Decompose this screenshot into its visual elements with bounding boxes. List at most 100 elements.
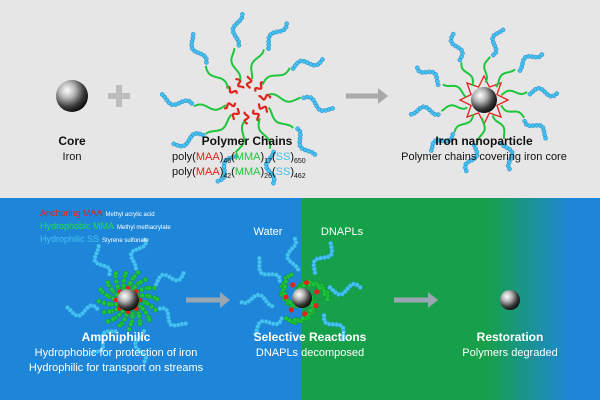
core-subtitle: Iron <box>62 151 82 163</box>
plus-sign-v <box>116 85 122 107</box>
mma-segment <box>250 49 265 80</box>
ss-bead <box>357 284 363 290</box>
mma-bead <box>121 283 127 289</box>
mma-bead <box>106 301 112 307</box>
ss-bead <box>142 358 148 364</box>
mma-segment <box>261 67 291 86</box>
mma-segment <box>495 68 516 88</box>
amphiphilic-title: Amphiphilic <box>81 330 151 344</box>
mma-segment <box>257 118 272 149</box>
ss-bead <box>408 112 414 117</box>
mma-segment <box>500 104 525 119</box>
amphiphilic-line-1: Hydrophobic for protection of iron <box>34 347 198 359</box>
maa-segment <box>257 103 269 114</box>
mma-bead <box>110 316 116 322</box>
mma-bead <box>282 284 288 290</box>
mma-bead <box>143 310 149 316</box>
mma-bead <box>123 270 129 276</box>
iron-cores <box>56 80 520 311</box>
mma-bead <box>287 299 293 305</box>
mma-bead <box>129 314 135 320</box>
ss-bead <box>215 178 221 184</box>
formula1-mma: MMA <box>234 151 261 163</box>
mma-bead <box>292 317 298 323</box>
maa-bead <box>314 289 320 295</box>
mma-bead <box>105 280 111 286</box>
formula2-sub-ss: 462 <box>294 173 306 180</box>
ss-bead <box>312 152 318 157</box>
maa-segment <box>231 107 240 121</box>
mma-bead <box>136 313 142 319</box>
mma-bead <box>137 321 143 327</box>
mma-bead <box>101 300 107 306</box>
mma-segment <box>193 103 227 111</box>
mma-segment <box>234 120 246 153</box>
mma-bead <box>126 326 132 332</box>
mma-bead <box>139 287 145 293</box>
mma-bead <box>300 315 306 321</box>
amphiphilic-arrow-head <box>220 292 230 308</box>
ss-bead <box>183 321 189 326</box>
ss-bead <box>330 106 335 111</box>
ss-bead <box>292 236 298 242</box>
legend-anchoring-label: Anchoring MAA <box>40 208 103 218</box>
ss-bead <box>328 240 334 246</box>
ss-bead <box>450 31 456 37</box>
formula1-sub-maa: 46 <box>223 158 232 165</box>
ss-bead <box>500 27 506 33</box>
mma-bead <box>148 303 154 309</box>
formula1-sub-mma: 17 <box>264 158 272 165</box>
formula2-sub-mma: 26 <box>264 173 272 180</box>
ss-bead <box>429 148 434 153</box>
ss-bead <box>239 299 245 305</box>
maa-segment <box>251 109 260 122</box>
maa-segment <box>235 77 245 89</box>
restoration-core-sphere <box>500 290 520 310</box>
restoration-line-1: Polymers degraded <box>462 347 558 359</box>
mma-bead <box>317 285 323 291</box>
amphiphilic-core-sphere <box>117 289 139 311</box>
mma-bead <box>121 278 127 284</box>
polymer-chains <box>65 12 560 364</box>
formula1-poly: poly( <box>172 151 196 163</box>
nanoparticle-subtitle: Polymer chains covering iron core <box>401 151 567 163</box>
top-arrow-head <box>378 88 388 104</box>
iron-core-sphere <box>56 80 88 112</box>
mma-bead <box>146 317 152 323</box>
formula1-sub-ss: 650 <box>294 158 306 165</box>
mma-bead <box>283 279 289 285</box>
ss-bead <box>65 305 70 310</box>
mma-bead <box>132 274 138 280</box>
ss-bead <box>539 52 545 57</box>
legend-hydrophilic-note: Styrene sulfonate <box>102 238 149 244</box>
ss-bead <box>142 237 148 243</box>
legend-hydrophilic-label: Hydrophilic SS <box>40 234 100 244</box>
mma-bead <box>127 280 133 286</box>
mma-segment <box>491 115 506 139</box>
ss-bead <box>252 331 258 337</box>
mma-bead <box>322 291 328 297</box>
mma-bead <box>106 309 112 315</box>
nanoparticle-title: Iron nanoparticle <box>435 134 533 148</box>
nanoparticle-core-sphere <box>471 87 497 113</box>
chain-formula-2: poly(MAA)42(MMA)26(SS)462 <box>172 166 306 180</box>
ss-bead <box>271 180 276 186</box>
maa-segment <box>245 75 253 90</box>
formula2-ss: SS <box>275 166 291 178</box>
ss-bead <box>507 166 512 172</box>
mma-bead <box>98 287 104 293</box>
legend-hydrophobic-label: Hydrophobic MMA <box>40 221 115 231</box>
mma-bead <box>96 298 102 304</box>
selective-line-1: DNAPLs decomposed <box>255 347 365 359</box>
mma-segment <box>453 114 475 133</box>
maa-bead <box>290 282 296 288</box>
mma-segment <box>268 93 302 103</box>
mma-segment <box>267 106 294 129</box>
mma-segment <box>230 47 242 80</box>
maa-segment <box>223 102 237 110</box>
dnapl-zone <box>302 198 600 400</box>
chains-title: Polymer Chains <box>201 134 293 148</box>
